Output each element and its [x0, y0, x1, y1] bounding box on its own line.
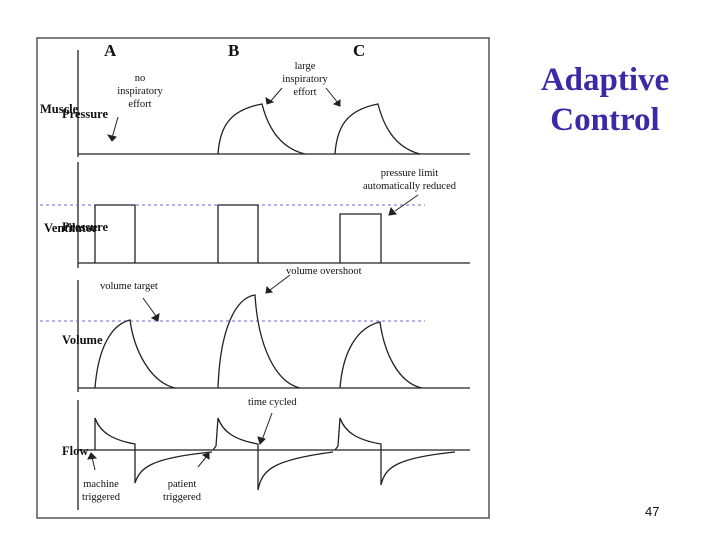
muscle-pressure-effort-c	[334, 103, 421, 155]
flow-breath-b-exp	[257, 450, 334, 491]
column-label-b: B	[228, 41, 240, 60]
figure-frame	[36, 37, 490, 519]
volume-panel	[40, 280, 470, 392]
muscle-axis-label: Muscle	[40, 102, 79, 116]
large-effort-annotation: large inspiratory effort	[282, 61, 328, 98]
volume-breath-b	[217, 294, 301, 389]
muscle-pressure-axis-label: Pressure	[62, 107, 109, 121]
flow-breath-c-insp	[334, 417, 382, 451]
muscle-pressure-panel	[77, 50, 470, 157]
ventilator-pressure-breath-a	[94, 204, 136, 263]
slide-title-line1: Adaptive	[540, 62, 670, 98]
muscle-pressure-effort-b	[217, 103, 306, 155]
ventilator-pressure-axis-label: Pressure	[62, 220, 109, 234]
column-label-a: A	[104, 41, 117, 60]
no-effort-annotation: no inspiratory effort	[117, 73, 163, 110]
volume-overshoot-annotation: volume overshoot	[286, 266, 362, 277]
flow-breath-a-exp	[134, 450, 213, 484]
volume-breath-a	[94, 319, 176, 389]
flow-breath-a-insp	[94, 417, 136, 450]
slide-title-line2: Control	[550, 102, 660, 138]
flow-panel	[77, 400, 470, 510]
ventilator-pressure-panel	[40, 162, 470, 268]
ventilator-pressure-arrows	[388, 194, 419, 216]
volume-arrows	[142, 274, 291, 322]
machine-triggered-annotation: machine triggered	[82, 479, 120, 503]
volume-target-annotation: volume target	[100, 281, 158, 292]
patient-triggered-annotation: patient triggered	[163, 479, 201, 503]
muscle-pressure-arrows	[106, 87, 341, 142]
pressure-limit-annotation: pressure limit automatically reduced	[363, 168, 456, 192]
time-cycled-annotation: time cycled	[248, 397, 297, 408]
page-number: 47	[645, 504, 660, 519]
ventilator-pressure-breath-b	[217, 204, 259, 263]
ventilator-axis-label: Ventilator	[44, 221, 98, 235]
flow-breath-b-insp	[212, 417, 259, 451]
flow-axis-label: Flow	[62, 444, 89, 458]
volume-breath-c	[339, 321, 423, 389]
flow-breath-c-exp	[380, 450, 456, 486]
flow-arrows	[87, 412, 273, 471]
volume-axis-label: Volume	[62, 333, 103, 347]
ventilator-pressure-breath-c	[339, 213, 382, 263]
column-label-c: C	[353, 41, 366, 60]
